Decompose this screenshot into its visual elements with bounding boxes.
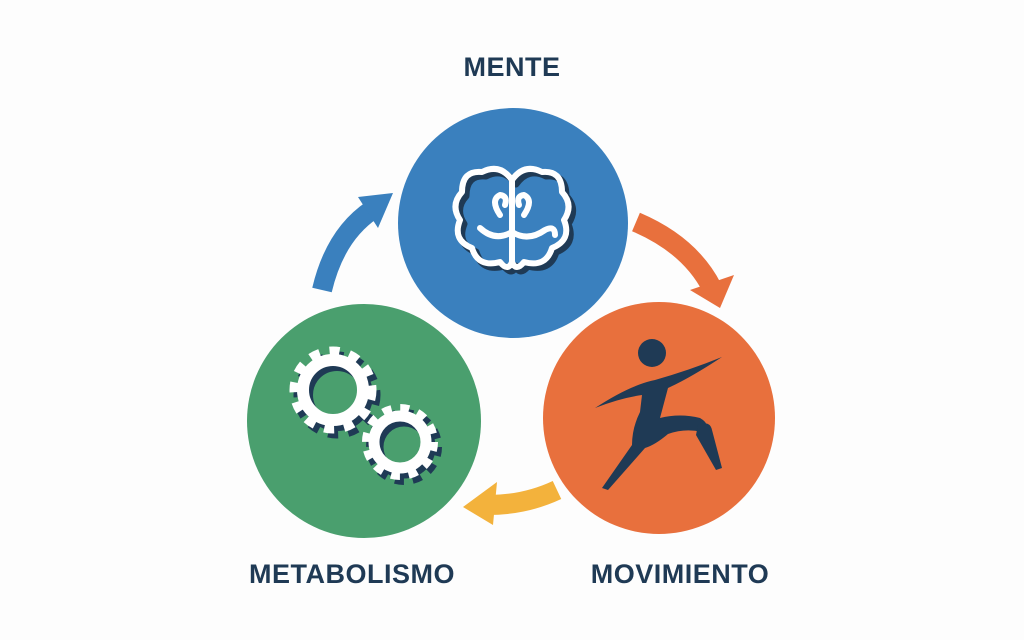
label-mente: MENTE [463,52,561,82]
label-metabolismo: METABOLISMO [249,559,455,589]
arrow-mente-to-movimiento [631,212,734,308]
brain-icon [452,165,576,275]
arrow-movimiento-to-metabolismo [463,480,562,525]
label-movimiento: MOVIMIENTO [590,559,770,589]
runner-icon [595,339,722,490]
arrow-metabolismo-to-mente [312,193,393,293]
gears-icon [289,346,442,485]
